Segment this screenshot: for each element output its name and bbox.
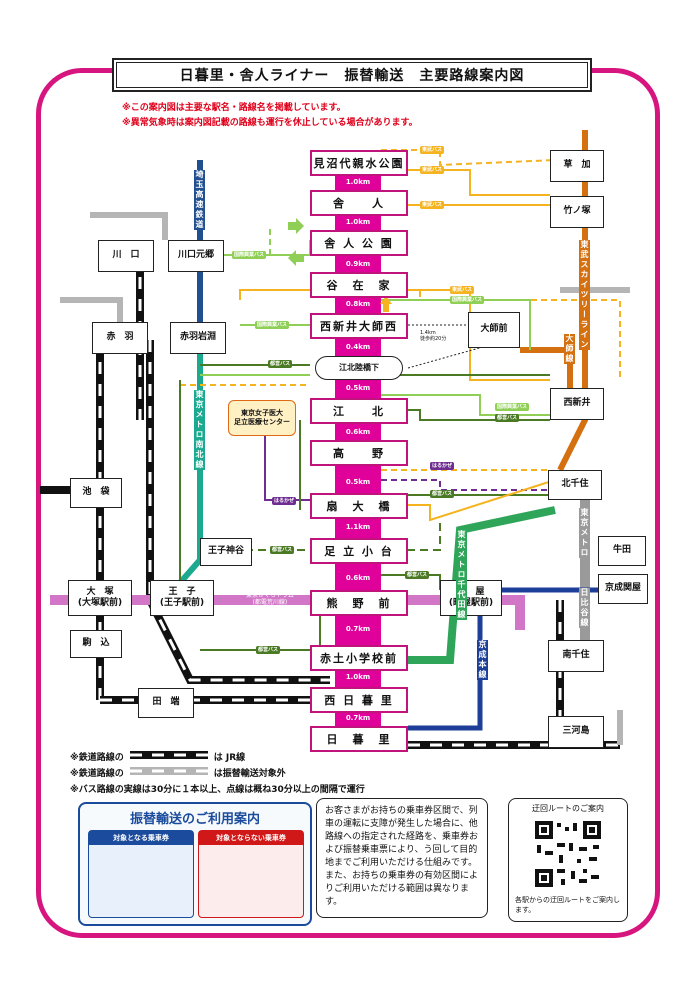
note-1: ※この案内図は主要な駅名・路線名を掲載しています。 [122,103,346,113]
station-komagome[interactable]: 駒 込 [70,630,122,658]
qr-title: 迂回ルートのご案内 [532,804,604,813]
qr-caption: 各駅からの迂回ルートをご案内します。 [515,896,620,914]
station-ushida[interactable]: 牛田 [598,536,646,566]
km-label: 1.1km [345,523,371,531]
km-label: 1.0km [345,673,371,681]
guide-ng-panel: 対象とならない乗車券 [198,830,304,918]
km-label: 0.5km [345,384,371,392]
km-label: 0.6km [345,428,371,436]
bus-label-toei: 都営バス [268,360,293,368]
bus-label-toei: 都営バス [495,414,520,422]
station-tabata[interactable]: 田 端 [138,688,194,718]
station-ogi-ohashi[interactable]: 扇 大 橋 [310,493,408,519]
km-label: 0.4km [345,343,371,351]
hospital-box: 東京女子医大 足立医療センター [228,400,296,436]
saitama-line-label: 埼玉高速鉄道 [194,170,205,230]
chiyoda-line-label: 東京メトロ千代田線 [456,530,467,620]
guide-ok-panel: 対象となる乗車券 [88,830,194,918]
bus-label-tobu: 東武バス [420,146,445,154]
bus-label-tobu: 東武バス [450,286,475,294]
keisei-line-label: 京成本線 [477,640,488,680]
station-soka[interactable]: 草 加 [550,150,604,182]
legend-bus: ※バス路線の実線は30分に１本以上、点線は概ね30分以上の間隔で運行 [70,785,365,795]
sakura-tram-label: 東京さくらトラム (都電荒川線) [246,592,294,606]
station-kawaguchi[interactable]: 川 口 [98,240,154,272]
station-nishi-nippori[interactable]: 西 日 暮 里 [310,687,408,713]
station-otsuka[interactable]: 大 塚 (大塚駅前) [68,580,132,616]
note-2: ※異常気象時は案内図記載の路線も運行を休止している場合があります。 [122,118,418,128]
station-akabaneiwabuchi[interactable]: 赤羽岩淵 [170,322,226,354]
walk-note: 1.4km 徒歩約20分 [420,330,447,342]
qr-code-icon[interactable] [533,819,603,889]
km-label: 1.0km [345,178,371,186]
km-label: 0.9km [345,260,371,268]
station-nishiarai-daishinishi[interactable]: 西新井大師西 [310,313,408,339]
station-keiseisekiya[interactable]: 京成関屋 [598,574,648,604]
bus-label-tobu: 東武バス [420,166,445,174]
bus-label-toei: 都営バス [256,646,281,654]
bus-label-toei: 都営バス [430,490,455,498]
bus-label-kokusai: 国際興業バス [450,296,485,304]
map-title: 日暮里・舎人ライナー 振替輸送 主要路線案内図 [112,58,592,92]
station-nishiarai[interactable]: 西新井 [550,388,604,420]
km-label: 0.8km [345,300,371,308]
station-kitasenju[interactable]: 北千住 [548,470,602,500]
bus-label-kokusai: 国際興業バス [495,403,530,411]
guide-title: 振替輸送のご利用案内 [129,812,260,827]
station-takenotsuka[interactable]: 竹ノ塚 [550,196,604,228]
km-label: 0.6km [345,574,371,582]
hibiya-line-label-2: 日比谷線 [579,588,590,628]
usage-guide: 振替輸送のご利用案内 対象となる乗車券 対象とならない乗車券 [78,802,312,926]
station-akado-shogakkomae[interactable]: 赤土小学校前 [310,645,408,671]
bus-label-tobu: 東武バス [420,201,445,209]
station-koya[interactable]: 高 野 [310,440,408,466]
bus-label-harukaze: はるかぜ [430,462,455,470]
km-label: 0.7km [345,625,371,633]
bus-label-harukaze: はるかぜ [272,497,297,505]
direction-arrows [288,218,392,312]
station-nippori[interactable]: 日 暮 里 [310,726,408,752]
km-label: 1.0km [345,218,371,226]
station-oji[interactable]: 王 子 (王子駅前) [150,580,214,616]
station-kohoku-rikkyoshita[interactable]: 江北陸橋下 [315,356,403,380]
station-mikawashima[interactable]: 三河島 [548,716,604,748]
station-kawaguchimotogo[interactable]: 川口元郷 [168,240,224,272]
daishi-line-label: 大師線 [564,334,575,364]
station-yazaike[interactable]: 谷 在 家 [310,272,408,298]
station-kohoku[interactable]: 江 北 [310,398,408,424]
tobu-line-label: 東武スカイツリーライン [579,240,590,350]
km-label: 0.7km [345,714,371,722]
station-kumanomae[interactable]: 熊 野 前 [310,590,408,616]
guide-ng-label: 対象とならない乗車券 [199,831,303,845]
station-daishimae[interactable]: 大師前 [468,312,520,348]
hibiya-line-label: 東京メトロ [579,508,590,558]
station-ikebukuro[interactable]: 池 袋 [70,478,122,508]
namboku-line-label: 東京メトロ南北線 [194,390,205,470]
station-minumadai[interactable]: 見沼代親水公園 [310,150,408,176]
bus-label-toei: 都営バス [405,571,430,579]
bus-label-toei: 都営バス [270,546,295,554]
qr-panel: 迂回ルートのご案内 各駅からの迂回ルートをご案内します。 [508,798,628,922]
station-toneri-koen[interactable]: 舎 人 公 園 [310,230,408,256]
station-oji-kamiya[interactable]: 王子神谷 [200,538,252,566]
station-toneri[interactable]: 舎 人 [310,190,408,216]
bus-label-kokusai: 国際興業バス [232,251,267,259]
bus-label-kokusai: 国際興業バス [255,321,290,329]
info-text: お客さまがお持ちの乗車券区間で、列車の運転に支障が発生した場合に、他路線への指定… [316,798,488,918]
station-adachi-odai[interactable]: 足 立 小 台 [310,538,408,564]
guide-ok-label: 対象となる乗車券 [89,831,193,845]
km-label: 0.5km [345,478,371,486]
station-akabane[interactable]: 赤 羽 [92,322,148,354]
station-minamisenju[interactable]: 南千住 [548,640,604,672]
